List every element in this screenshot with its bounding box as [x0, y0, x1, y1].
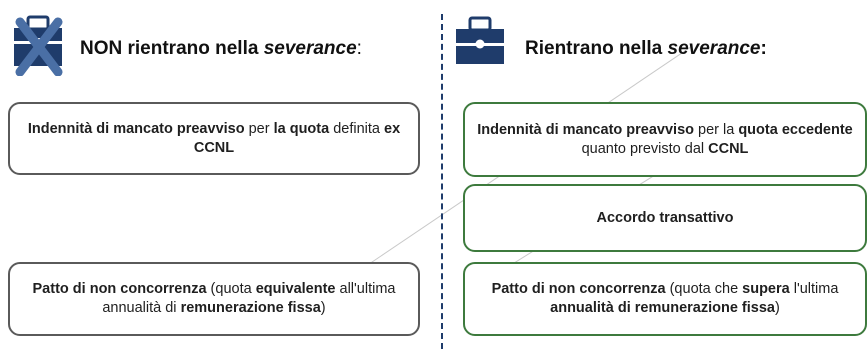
bold-text: equivalente [255, 281, 336, 297]
text: ) [774, 300, 780, 316]
right-box-settlement: Accordo transattivo [463, 184, 867, 252]
right-column-title: Rientrano nella severance: [525, 38, 767, 60]
right-box-non-compete: Patto di non concorrenza (quota che supe… [463, 262, 867, 336]
left-box-notice-indemnity-text: Indennità di mancato preavviso per la qu… [22, 120, 406, 158]
left-column-title: NON rientrano nella severance: [80, 38, 362, 60]
right-box-settlement-text: Accordo transattivo [597, 209, 734, 228]
text: definita [329, 120, 385, 137]
right-title-prefix: Rientrano nella [525, 38, 668, 59]
bold-text: remunerazione fissa [180, 300, 321, 316]
column-divider [441, 14, 443, 349]
left-title-italic: severance [263, 38, 357, 59]
right-title-italic: severance [667, 38, 761, 59]
text: (quota che [665, 281, 743, 297]
bold-text: Patto di non concorrenza [491, 281, 666, 297]
bold-text: Patto di non concorrenza [32, 281, 207, 297]
bold-text: la quota [273, 120, 330, 137]
bold-text: CCNL [708, 140, 749, 157]
text: quanto previsto dal [581, 140, 709, 157]
bold-text: annualità di remunerazione fissa [550, 300, 775, 316]
crossed-briefcase-icon [10, 14, 68, 81]
text: l'ultima [789, 281, 839, 297]
right-title-suffix: : [760, 38, 767, 59]
text: all'ultima annualità di [102, 281, 396, 316]
bold-text: supera [742, 281, 790, 297]
bold-text: Indennità di mancato preavviso [27, 120, 245, 137]
left-title-prefix: NON rientrano nella [80, 38, 264, 59]
right-box-notice-indemnity-text: Indennità di mancato preavviso per la qu… [477, 121, 853, 159]
left-box-non-compete: Patto di non concorrenza (quota equivale… [8, 262, 420, 336]
bold-text: Accordo transattivo [596, 209, 734, 226]
right-box-notice-indemnity: Indennità di mancato preavviso per la qu… [463, 102, 867, 177]
right-box-non-compete-text: Patto di non concorrenza (quota che supe… [477, 280, 853, 318]
text: per la [693, 121, 739, 138]
bold-text: Indennità di mancato preavviso [477, 121, 694, 138]
left-box-non-compete-text: Patto di non concorrenza (quota equivale… [22, 280, 406, 318]
bold-text: quota eccedente [738, 121, 853, 138]
left-title-suffix: : [356, 38, 362, 59]
bold-text: ex CCNL [193, 120, 401, 156]
text: per [244, 120, 274, 137]
left-box-notice-indemnity: Indennità di mancato preavviso per la qu… [8, 102, 420, 175]
text: (quota [206, 281, 256, 297]
text: ) [320, 300, 326, 316]
briefcase-icon [453, 16, 507, 71]
